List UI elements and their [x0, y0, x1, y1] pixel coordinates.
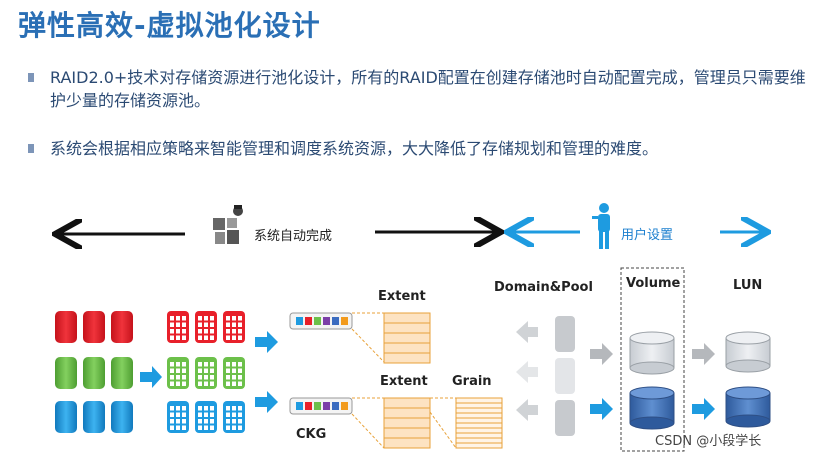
disk-row-green — [55, 357, 133, 389]
pool-block-top — [555, 316, 575, 352]
chunked-disk-green — [195, 357, 217, 389]
bullet-marker-icon — [28, 73, 34, 82]
blue-arrow-icon — [255, 391, 278, 413]
extent-label-bottom: Extent — [380, 374, 428, 389]
blue-arrow-icon — [140, 366, 162, 388]
lun-label: LUN — [733, 278, 763, 293]
chunked-disk-red — [195, 311, 217, 343]
physical-disks — [55, 311, 133, 433]
gray-arrow-icon — [590, 343, 613, 365]
blue-arrow-icon — [590, 398, 613, 420]
ckg-label: CKG — [296, 427, 327, 442]
extent-label-top: Extent — [378, 289, 426, 304]
volume-cylinder-blue — [629, 386, 675, 430]
volume-label: Volume — [626, 276, 681, 291]
bullet-marker-icon — [28, 144, 34, 153]
blue-arrow-icon — [255, 331, 278, 353]
page-title: 弹性高效-虚拟池化设计 — [18, 9, 321, 42]
user-icon — [592, 203, 610, 249]
chunked-disk-blue — [167, 401, 189, 433]
gray-arrow-icon — [516, 321, 538, 343]
volume-box — [620, 267, 685, 452]
chunked-disk-red — [167, 311, 189, 343]
bullet-policy: 系统会根据相应策略来智能管理和调度系统资源，大大降低了存储规划和管理的难度。 — [28, 137, 808, 160]
disk-row-red — [55, 311, 133, 343]
pool-block-bottom — [555, 400, 575, 436]
grain-stack — [455, 397, 503, 449]
grain-label: Grain — [452, 374, 492, 389]
gray-arrow-icon — [692, 343, 715, 365]
system-auto-label: 系统自动完成 — [254, 229, 333, 244]
gray-arrow-icon — [516, 361, 538, 383]
pool-block-middle — [555, 358, 575, 394]
chunked-disk-blue — [223, 401, 245, 433]
bullet-text: 系统会根据相应策略来智能管理和调度系统资源，大大降低了存储规划和管理的难度。 — [50, 139, 659, 158]
chunked-disk-green — [223, 357, 245, 389]
domain-pool-label: Domain&Pool — [494, 280, 593, 295]
watermark: CSDN @小段学长 — [655, 434, 762, 449]
chunked-disk-red — [223, 311, 245, 343]
chunked-disk-green — [167, 357, 189, 389]
gray-arrow-icon — [516, 399, 538, 421]
extent-stack-bottom — [383, 397, 431, 449]
blue-arrow-icon — [692, 398, 715, 420]
chunked-disk-blue — [195, 401, 217, 433]
disk-row-blue — [55, 401, 133, 433]
ckg-bar-top — [289, 312, 353, 330]
chunked-disks — [167, 311, 245, 433]
bullet-text: RAID2.0+技术对存储资源进行池化设计，所有的RAID配置在创建存储池时自动… — [50, 68, 806, 110]
ckg-bar-bottom — [289, 397, 353, 415]
lun-cylinder-gray — [725, 331, 771, 373]
lun-cylinder-blue — [725, 386, 771, 428]
volume-cylinder-gray — [629, 331, 675, 375]
user-setting-label: 用户设置 — [621, 228, 674, 243]
system-auto-icon — [213, 205, 243, 244]
bullet-raid: RAID2.0+技术对存储资源进行池化设计，所有的RAID配置在创建存储池时自动… — [28, 66, 808, 112]
extent-stack-top — [383, 312, 431, 364]
